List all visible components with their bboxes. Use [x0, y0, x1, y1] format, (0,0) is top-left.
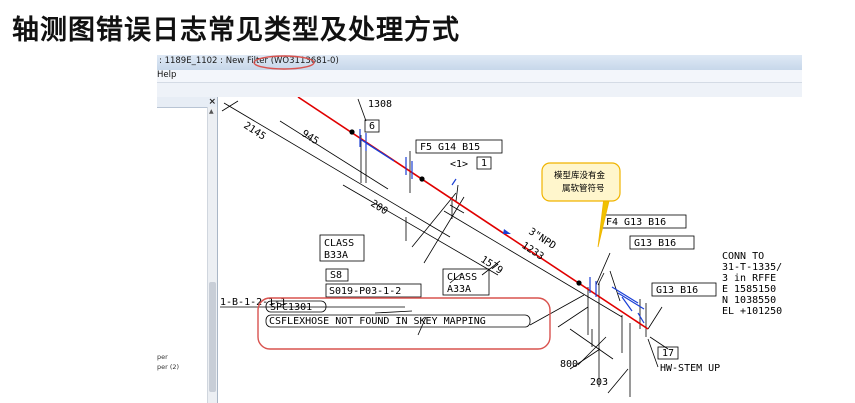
class-2-label: CLASS [447, 272, 477, 283]
scroll-up-icon[interactable]: ▲ [209, 108, 214, 115]
conn-line-2: 31-T-1335/ [722, 262, 782, 273]
pipe-node [349, 129, 355, 135]
spec-ref: S019-P03-1-2 [329, 286, 401, 297]
pipe-node [419, 176, 425, 182]
class-1-label: CLASS [324, 238, 354, 249]
app-window: : 1189E_1102 : New Filter (WO3113681-0) … [157, 55, 802, 403]
dimension-lines [220, 98, 669, 397]
label-f4: F4 G13 B16 [606, 217, 666, 228]
dim-1579: 1579 [478, 254, 504, 276]
label-g13-1: G13 B16 [634, 238, 676, 249]
toolbar-band [157, 83, 802, 98]
panel-scrollbar[interactable]: ▲ [207, 107, 217, 403]
dim-200: 200 [368, 198, 389, 217]
class-1-value: B33A [324, 250, 348, 261]
hw-stem: HW-STEM UP [660, 363, 720, 374]
dim-800: 800 [560, 359, 578, 370]
menu-bar: Help [157, 70, 802, 83]
list-item[interactable]: per [157, 353, 168, 361]
label-1-ref: <1> [450, 159, 468, 170]
valve-symbols [359, 129, 645, 324]
class-2-value: A33A [447, 284, 471, 295]
label-f5: F5 G14 B15 [420, 142, 480, 153]
callout-line-2: 属软管符号 [562, 183, 605, 194]
label-s8: S8 [330, 270, 342, 281]
title-highlight-ring [253, 55, 315, 70]
conn-line-5: N 1038550 [722, 295, 776, 306]
scroll-thumb[interactable] [209, 282, 216, 392]
callout-note: 模型库没有金 属软管符号 [541, 162, 621, 248]
line-id: 1-B-1-2-1-1 [220, 297, 286, 308]
flow-arrow-icon [503, 229, 511, 234]
spc-tag: SPC1301 [270, 302, 312, 313]
conn-line-3: 3 in RFFE [722, 273, 776, 284]
error-text: CSFLEXHOSE NOT FOUND IN SKEY MAPPING [269, 316, 486, 327]
label-g13-2: G13 B16 [656, 285, 698, 296]
title-highlight [253, 55, 315, 70]
label-1308: 1308 [368, 99, 392, 110]
left-panel: × ▲ per per (2) [157, 97, 218, 403]
label-box-6: 6 [369, 121, 375, 132]
window-title: : 1189E_1102 : New Filter (WO3113681-0) [159, 56, 339, 66]
pipe-node [576, 280, 582, 286]
dim-203: 203 [590, 377, 608, 388]
error-highlight [257, 297, 551, 350]
menu-help[interactable]: Help [157, 70, 177, 80]
isometric-drawing: 1308 6 2145 945 F5 G14 B15 <1> 1 200 3"N… [220, 96, 782, 397]
conn-line-6: EL +101250 [722, 306, 782, 317]
label-box-1: 1 [481, 158, 487, 169]
panel-header: × [157, 97, 217, 108]
conn-line-4: E 1585150 [722, 284, 776, 295]
dim-2145: 2145 [241, 120, 267, 142]
drawing-labels: 1308 6 2145 945 F5 G14 B15 <1> 1 200 3"N… [220, 99, 782, 388]
conn-line-1: CONN TO [722, 251, 764, 262]
list-item[interactable]: per (2) [157, 363, 180, 371]
slide-title: 轴测图错误日志常见类型及处理方式 [12, 15, 460, 46]
window-titlebar: : 1189E_1102 : New Filter (WO3113681-0) [157, 55, 802, 71]
leader-lines [449, 184, 605, 326]
label-box-17: 17 [662, 348, 674, 359]
close-icon[interactable]: × [208, 97, 216, 107]
isometric-drawing-canvas[interactable]: 1308 6 2145 945 F5 G14 B15 <1> 1 200 3"N… [218, 96, 802, 403]
callout-line-1: 模型库没有金 [554, 170, 606, 181]
